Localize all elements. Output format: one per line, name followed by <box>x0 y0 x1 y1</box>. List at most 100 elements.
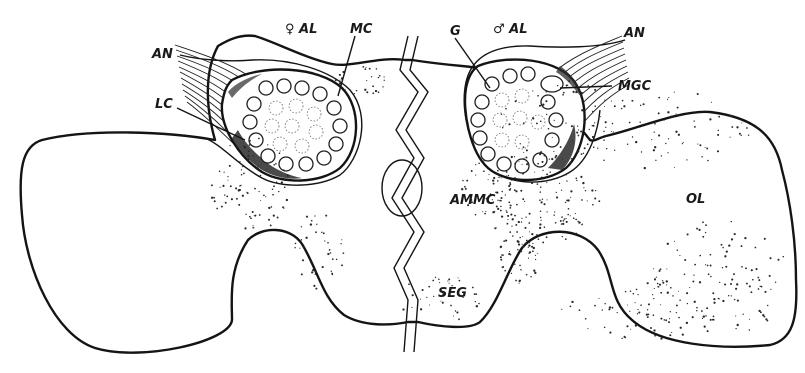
stipple-dot <box>711 102 712 103</box>
stipple-dot <box>575 178 577 180</box>
stipple-dot <box>621 108 623 110</box>
stipple-dot <box>562 94 564 96</box>
label-female-al: ♀ AL <box>285 22 317 37</box>
stipple-dot <box>501 254 503 256</box>
stipple-dot <box>731 238 733 240</box>
stipple-dot <box>592 136 594 138</box>
stipple-dot <box>653 268 654 269</box>
stipple-dot <box>639 122 640 123</box>
stipple-dot <box>684 273 686 275</box>
stipple-dot <box>497 200 498 201</box>
stipple-dot <box>478 303 480 305</box>
stipple-dot <box>707 265 709 267</box>
stipple-dot <box>653 314 655 316</box>
stipple-dot <box>653 329 655 331</box>
stipple-dot <box>664 319 666 321</box>
stipple-dot <box>539 227 541 229</box>
stipple-dot <box>612 123 614 125</box>
stipple-dot <box>241 169 242 170</box>
stipple-dot <box>509 207 511 209</box>
stipple-dot <box>384 80 385 81</box>
stipple-dot <box>605 121 607 123</box>
label-male-al: ♂ AL <box>493 22 528 37</box>
stipple-dot <box>705 224 707 226</box>
stipple-dot <box>561 223 562 224</box>
stipple-dot <box>617 312 618 313</box>
stipple-dot <box>571 158 573 160</box>
stipple-dot <box>523 152 524 153</box>
stipple-dot <box>499 200 501 202</box>
stipple-dot <box>638 311 640 313</box>
stipple-dot <box>733 273 735 275</box>
stipple-dot <box>502 127 503 128</box>
stipple-dot <box>706 307 708 309</box>
stipple-dot <box>627 143 628 144</box>
stipple-dot <box>707 330 709 332</box>
stipple-dot <box>324 240 325 241</box>
label-mc: MC <box>350 22 373 37</box>
stipple-dot <box>310 223 312 225</box>
stipple-dot <box>758 288 760 290</box>
stipple-dot <box>277 175 278 176</box>
stipple-dot <box>547 199 548 200</box>
stipple-dot <box>692 316 694 318</box>
stipple-dot <box>702 318 703 319</box>
stipple-dot <box>520 269 522 271</box>
stipple-dot <box>540 120 542 122</box>
stipple-dot <box>725 266 727 268</box>
stipple-dot <box>686 292 688 294</box>
stipple-dot <box>719 282 720 283</box>
stipple-dot <box>536 234 538 236</box>
stipple-dot <box>745 267 747 269</box>
stipple-dot <box>340 80 341 81</box>
stipple-dot <box>767 305 768 306</box>
stipple-dot <box>229 145 230 146</box>
stipple-dot <box>530 276 531 277</box>
stipple-dot <box>667 111 669 113</box>
stipple-dot <box>295 243 297 245</box>
stipple-dot <box>426 297 427 298</box>
stipple-dot <box>600 116 601 117</box>
stipple-dot <box>537 163 539 165</box>
stipple-dot <box>553 214 554 215</box>
stipple-dot <box>250 217 252 219</box>
stipple-dot <box>775 282 776 283</box>
stipple-dot <box>572 140 573 141</box>
stipple-dot <box>632 136 633 137</box>
stipple-dot <box>576 219 577 220</box>
stipple-dot <box>653 298 654 299</box>
stipple-dot <box>211 184 213 186</box>
stipple-dot <box>662 280 663 281</box>
stipple-dot <box>268 219 270 221</box>
stipple-dot <box>508 175 509 176</box>
stipple-dot <box>327 242 329 244</box>
stipple-dot <box>238 204 240 206</box>
stipple-dot <box>577 125 578 126</box>
stipple-dot <box>528 241 530 243</box>
stipple-dot <box>225 202 227 204</box>
stipple-dot <box>734 233 736 235</box>
stipple-dot <box>697 93 699 95</box>
label-mgc: MGC <box>618 79 652 94</box>
stipple-dot <box>516 204 518 206</box>
stipple-dot <box>604 100 605 101</box>
stipple-dot <box>455 310 456 311</box>
stipple-dot <box>761 286 763 288</box>
stipple-dot <box>299 248 300 249</box>
stipple-dot <box>751 269 753 271</box>
stipple-dot <box>497 180 499 182</box>
stipple-dot <box>669 334 671 336</box>
stipple-dot <box>750 291 752 293</box>
stipple-dot <box>312 269 314 271</box>
stipple-dot <box>743 314 744 315</box>
stipple-dot <box>273 215 275 217</box>
stipple-dot <box>283 207 284 208</box>
stipple-dot <box>646 313 648 315</box>
stipple-dot <box>554 211 555 212</box>
stipple-dot <box>578 129 579 130</box>
stipple-dot <box>545 100 547 102</box>
stipple-dot <box>485 211 486 212</box>
stipple-dot <box>332 258 334 260</box>
stipple-dot <box>737 300 739 302</box>
stipple-dot <box>749 285 751 287</box>
